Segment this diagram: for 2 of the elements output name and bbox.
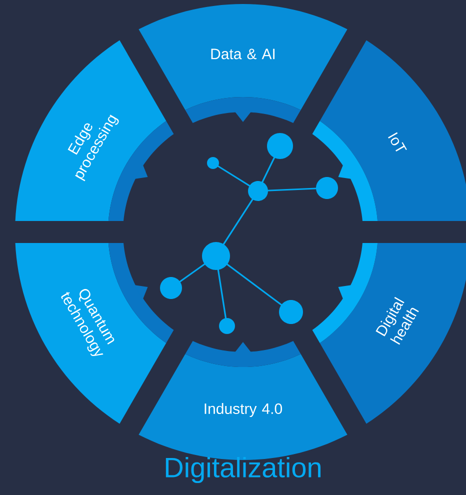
ring-segment: Data & AI	[138, 4, 348, 123]
ring-segment: IoT	[312, 40, 466, 221]
